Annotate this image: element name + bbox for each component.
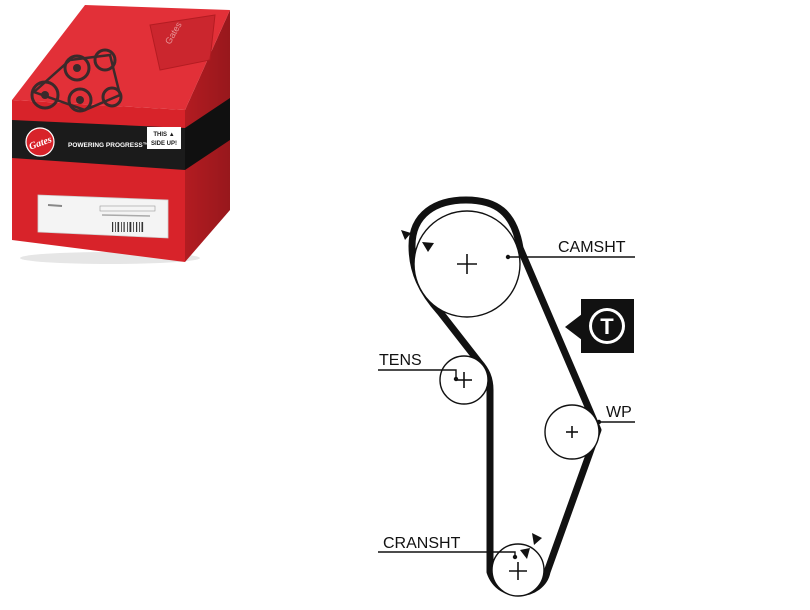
product-label-sticker xyxy=(37,194,169,239)
gates-logo: Gates xyxy=(25,127,55,157)
crankshaft-label: CRANSHT xyxy=(383,535,461,552)
timing-belt-diagram: CAMSHT TENS WP CRANSHT T xyxy=(378,196,635,597)
tensioner-label: TENS xyxy=(379,352,422,369)
engine-illustration: Gates xyxy=(30,14,216,113)
this-side-up-line1: THIS ▲ xyxy=(153,132,174,138)
camshaft-timing-mark-inner xyxy=(422,242,434,252)
tension-badge-letter: T xyxy=(600,314,614,339)
crankshaft-timing-mark-outer xyxy=(532,533,542,545)
this-side-up-line2: SIDE UP! xyxy=(151,141,177,147)
water-pump-pulley xyxy=(544,404,600,460)
tension-badge: T xyxy=(565,299,634,353)
barcode xyxy=(112,222,144,232)
this-side-up-sticker: THIS ▲ SIDE UP! xyxy=(147,127,181,149)
product-box-photo: Gates Gates POWERING PROGRESS™ THIS ▲ SI… xyxy=(12,5,230,264)
crankshaft-pulley xyxy=(491,543,545,597)
camshaft-timing-mark-outer xyxy=(401,230,411,240)
water-pump-label: WP xyxy=(606,404,632,421)
slogan-text: POWERING PROGRESS™ xyxy=(68,142,149,149)
box-black-band xyxy=(12,120,185,170)
crankshaft-timing-mark-inner xyxy=(520,548,530,559)
tensioner-pulley xyxy=(439,355,489,405)
camshaft-label: CAMSHT xyxy=(558,239,626,256)
camshaft-pulley xyxy=(413,210,521,318)
